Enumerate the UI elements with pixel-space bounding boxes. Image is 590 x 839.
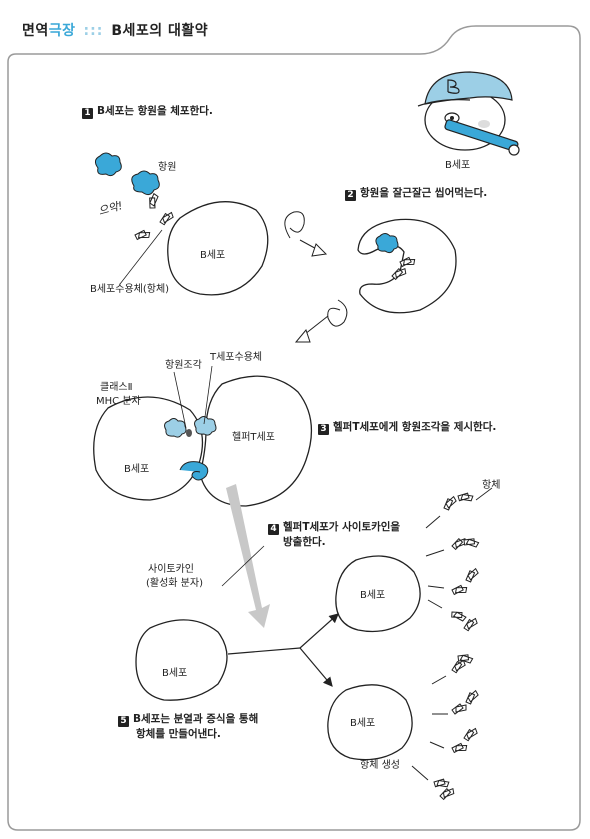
label-bcell-presenting: B세포 (124, 464, 150, 475)
label-antibody: 항체 (482, 480, 501, 491)
mascot-illustration (417, 71, 520, 156)
bcell-shape-presenting (93, 396, 204, 501)
antibody-stream-upper (425, 515, 445, 609)
label-bcell-upper-right: B세포 (360, 590, 386, 601)
label-bcell-lower-right: B세포 (350, 718, 376, 729)
label-tcr: T세포수용체 (210, 352, 263, 363)
header-dots: ::: (83, 23, 104, 39)
label-cytokine-sub: (활성화 분자) (146, 578, 203, 589)
bcell-engulfing (357, 218, 457, 314)
label-mhc-class: 클래스Ⅱ (100, 382, 133, 393)
header-part1: 면역 (22, 23, 49, 39)
label-bcr: B세포수용체(항체) (90, 284, 170, 295)
bcell-shape-lower-left (135, 619, 228, 701)
label-mascot: B세포 (445, 160, 471, 171)
header-title: B세포의 대활약 (111, 23, 209, 39)
label-antigen-fragment: 항원조각 (165, 360, 202, 371)
bcell-shape-1 (167, 201, 269, 296)
label-mhc-molecule: MHC 분자 (96, 396, 141, 407)
label-cytokine: 사이토카인 (148, 564, 194, 575)
gray-arrow (226, 484, 270, 628)
page-header: 면역극장:::B세포의 대활약 (22, 20, 208, 40)
bcell-shape-upper-right (335, 555, 421, 633)
antibody-stream-lower (411, 675, 448, 781)
label-bcell-lower-left: B세포 (162, 668, 188, 679)
bcell-shape-lower-right (327, 684, 413, 761)
panel-frame (7, 25, 581, 831)
label-antigen: 항원 (158, 162, 177, 173)
antigen-particles (94, 152, 160, 196)
label-antibody-production: 항체 생성 (360, 760, 400, 771)
label-helper-t: 헬퍼T세포 (232, 432, 275, 443)
header-part2: 극장 (48, 23, 76, 39)
label-bcell-1: B세포 (200, 250, 226, 261)
